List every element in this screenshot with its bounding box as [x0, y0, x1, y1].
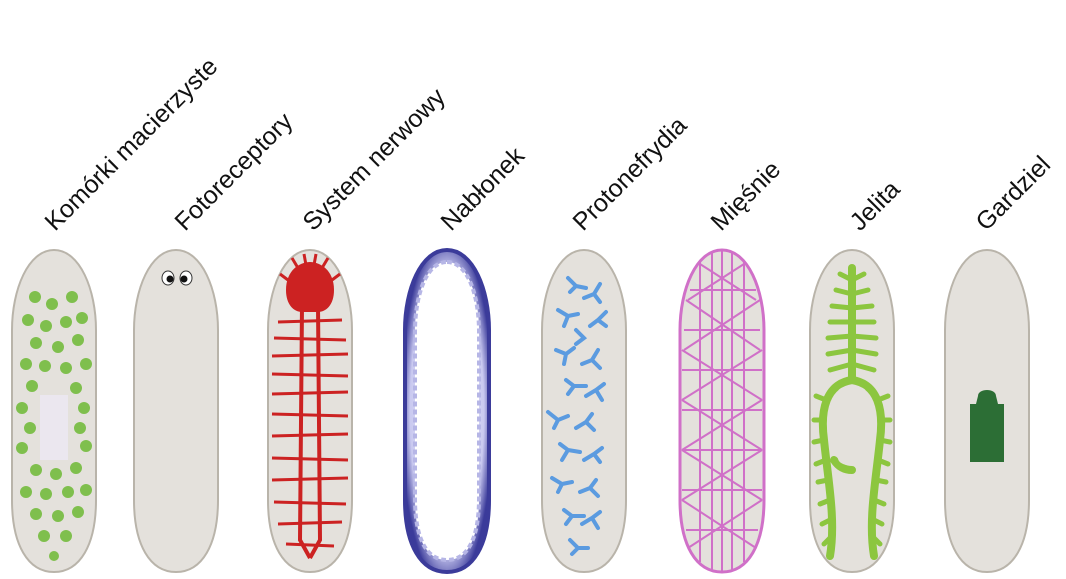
- worm-muscles: [680, 250, 764, 572]
- worm-epithelium: [405, 250, 489, 572]
- label-pharynx: Gardziel: [970, 151, 1056, 237]
- label-muscles: Mięśnie: [705, 156, 786, 237]
- labels: Komórki macierzyste Fotoreceptory System…: [39, 52, 1056, 236]
- worm-stem-cells: [12, 250, 96, 572]
- worm-gut: [810, 250, 894, 572]
- epithelium-inner: [415, 262, 479, 560]
- worm-pharynx: [945, 250, 1029, 572]
- worm-photoreceptors: [134, 250, 218, 572]
- gut-pharynx-space: [838, 386, 866, 466]
- label-protonephridia: Protonefrydia: [567, 111, 692, 236]
- worm-nervous-system: [268, 250, 352, 572]
- pharynx-cavity: [40, 395, 68, 460]
- label-gut: Jelita: [844, 175, 905, 236]
- label-photoreceptors: Fotoreceptory: [169, 107, 298, 236]
- worm-body: [134, 250, 218, 572]
- label-epithelium: Nabłonek: [435, 141, 530, 236]
- worm-protonephridia: [542, 250, 626, 572]
- label-nervous-system: System nerwowy: [297, 82, 451, 236]
